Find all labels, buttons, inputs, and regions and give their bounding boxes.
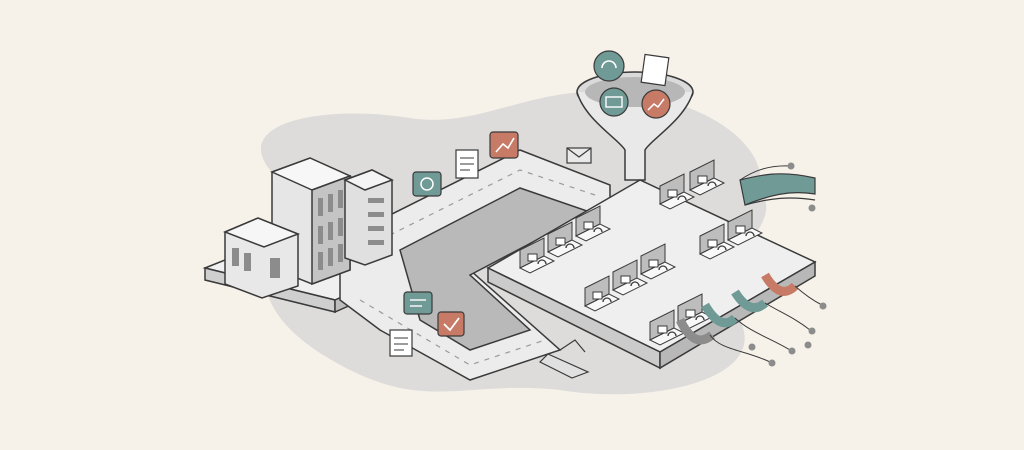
headset-bubble-icon xyxy=(593,50,625,82)
office-building-icon xyxy=(222,157,394,299)
envelope-icon xyxy=(566,147,592,164)
top-route-icons xyxy=(412,131,592,197)
email-bubble-icon xyxy=(599,87,629,117)
workstation-grid xyxy=(518,159,764,346)
loop-road xyxy=(339,149,611,381)
desk-with-headset-icon xyxy=(698,223,736,260)
desk-with-headset-icon xyxy=(726,209,764,246)
desk-with-headset-icon xyxy=(611,259,649,296)
desk-with-headset-icon xyxy=(518,237,556,274)
document-icon xyxy=(640,53,670,87)
chat-bubble-icon xyxy=(403,291,433,315)
trend-chart-icon xyxy=(489,131,519,159)
document-icon xyxy=(389,329,413,357)
desk-with-headset-icon xyxy=(583,275,621,312)
desk-with-headset-icon xyxy=(546,221,584,258)
checkmark-icon xyxy=(437,311,465,337)
chat-bubble-icon xyxy=(412,171,442,197)
document-icon xyxy=(455,149,479,179)
desk-with-headset-icon xyxy=(658,173,696,210)
desk-with-headset-icon xyxy=(639,243,677,280)
desk-with-headset-icon xyxy=(688,159,726,196)
chart-bubble-icon xyxy=(641,89,671,119)
bottom-route-icons xyxy=(389,291,465,357)
desk-with-headset-icon xyxy=(574,205,612,242)
data-cable-icon xyxy=(675,162,827,367)
